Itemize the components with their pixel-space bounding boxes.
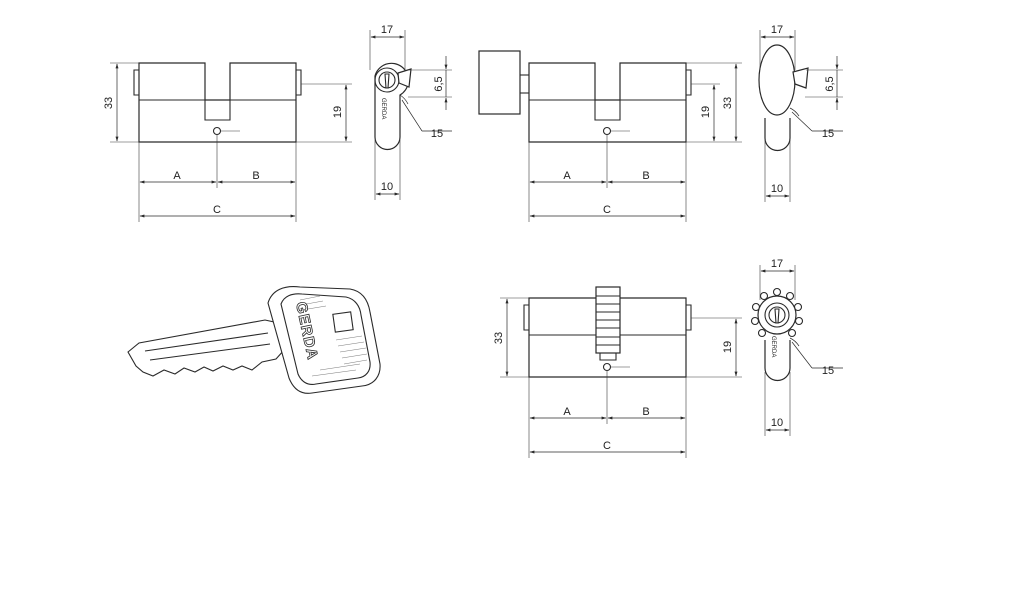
center-label: 19 — [700, 106, 712, 118]
height-label: 33 — [722, 97, 734, 109]
foot-label: 10 — [381, 181, 393, 193]
screw-hole-icon — [602, 126, 612, 136]
dimension-b-label: B — [642, 406, 649, 418]
dimension-c-label: C — [603, 204, 611, 216]
radius-label: 15 — [822, 128, 834, 140]
dimension-b-label: B — [642, 170, 649, 182]
standard-cylinder-side-view: 33 19 A B C — [103, 62, 352, 222]
cam-label: 6,5 — [433, 76, 445, 91]
dimension-c-label: C — [603, 440, 611, 452]
width-label: 17 — [771, 24, 783, 36]
thumbturn-cylinder-side-view: 19 33 A B C — [478, 50, 742, 222]
dimension-a-label: A — [563, 170, 571, 182]
center-label: 19 — [722, 341, 734, 353]
cam-label: 6,5 — [824, 76, 836, 91]
dimension-b-label: B — [252, 170, 259, 182]
svg-text:GERDA: GERDA — [770, 336, 776, 357]
standard-cylinder-profile-view: GERDA 17 6,5 15 10 — [369, 24, 452, 200]
thumbturn-knob-icon — [478, 50, 521, 115]
height-label: 33 — [103, 97, 115, 109]
dimension-a-label: A — [173, 170, 181, 182]
foot-label: 10 — [771, 183, 783, 195]
key-grip-texture — [299, 295, 368, 377]
radius-label: 15 — [822, 365, 834, 377]
dimension-c-label: C — [213, 204, 221, 216]
center-label: 19 — [332, 106, 344, 118]
gear-cylinder-profile-view: GERDA 17 15 10 — [750, 258, 843, 436]
height-label: 33 — [493, 332, 505, 344]
screw-hole-icon — [212, 126, 222, 136]
dimension-a-label: A — [563, 406, 571, 418]
key-illustration: GERDA — [127, 286, 381, 394]
thumbturn-cylinder-profile-view: 17 6,5 15 10 — [758, 24, 843, 202]
width-label: 17 — [771, 258, 783, 270]
radius-label: 15 — [431, 128, 443, 140]
screw-hole-icon — [602, 362, 612, 372]
width-label: 17 — [381, 24, 393, 36]
gear-cylinder-side-view: 33 19 A B C — [493, 286, 742, 458]
foot-label: 10 — [771, 417, 783, 429]
svg-text:GERDA: GERDA — [380, 98, 386, 119]
